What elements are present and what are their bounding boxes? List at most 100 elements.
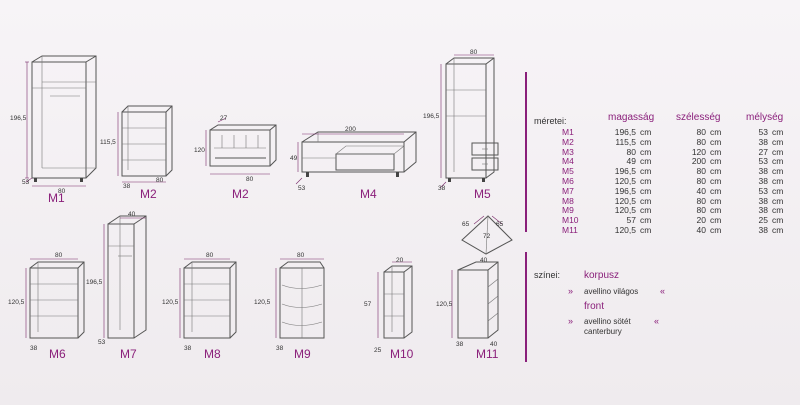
korpusz-close-mark: « <box>660 286 666 296</box>
m3-label: M2 <box>232 187 249 201</box>
row-width: 80 <box>696 195 706 206</box>
m8-width-dim: 80 <box>206 252 214 259</box>
row-height-unit: cm <box>640 156 652 167</box>
row-code: M4 <box>562 156 574 167</box>
m8-label: M8 <box>204 347 221 361</box>
m10-depth-dim: 25 <box>374 347 382 354</box>
m7-label: M7 <box>120 347 137 361</box>
row-depth-unit: cm <box>772 146 784 157</box>
m6-width-dim: 80 <box>55 252 63 259</box>
row-height-unit: cm <box>640 166 652 177</box>
row-width-unit: cm <box>710 156 722 167</box>
m4-label: M4 <box>360 187 377 201</box>
row-height-unit: cm <box>640 146 652 157</box>
row-height-unit: cm <box>640 215 652 226</box>
row-height-unit: cm <box>640 136 652 147</box>
row-width-unit: cm <box>710 215 722 226</box>
m5-label: M5 <box>474 187 491 201</box>
row-width: 40 <box>696 185 706 196</box>
header-depth: mélység <box>746 112 784 123</box>
row-depth-unit: cm <box>772 156 784 167</box>
m1-depth-dim: 53 <box>22 179 30 186</box>
row-depth-unit: cm <box>772 195 784 206</box>
row-width-unit: cm <box>710 195 722 206</box>
row-height: 120,5 <box>614 176 636 186</box>
divider-top <box>525 72 527 232</box>
row-width-unit: cm <box>710 136 722 147</box>
row-depth: 53 <box>758 156 768 167</box>
row-width: 80 <box>696 176 706 186</box>
row-height-unit: cm <box>640 225 652 235</box>
row-depth-unit: cm <box>772 225 784 235</box>
row-width-unit: cm <box>710 166 722 177</box>
row-width-unit: cm <box>710 185 722 196</box>
row-height: 196,5 <box>614 185 636 196</box>
row-depth: 38 <box>758 205 768 216</box>
row-width: 80 <box>696 166 706 177</box>
m5-depth-dim: 38 <box>438 185 446 192</box>
row-width: 200 <box>691 156 706 167</box>
row-depth-unit: cm <box>772 215 784 226</box>
row-depth: 38 <box>758 136 768 147</box>
row-height: 196,5 <box>614 166 636 177</box>
m1-label: M1 <box>48 191 65 205</box>
header-width: szélesség <box>676 112 721 123</box>
m3-width-dim: 80 <box>246 176 254 183</box>
front-open-mark: » <box>568 316 574 326</box>
m5-height-dim: 196,5 <box>423 113 440 120</box>
row-width-unit: cm <box>710 176 722 186</box>
row-width-unit: cm <box>710 225 722 235</box>
row-height-unit: cm <box>640 195 652 206</box>
row-depth: 25 <box>758 215 768 226</box>
row-width-unit: cm <box>710 127 722 137</box>
row-depth: 38 <box>758 195 768 206</box>
row-depth-unit: cm <box>772 185 784 196</box>
row-depth-unit: cm <box>772 176 784 186</box>
m11-top-dim: 40 <box>480 257 488 264</box>
m4-depth-dim: 53 <box>298 185 306 192</box>
row-height-unit: cm <box>640 205 652 216</box>
row-depth: 38 <box>758 166 768 177</box>
m2a-width-dim: 80 <box>156 177 164 184</box>
m1-height-dim: 196,5 <box>10 115 27 122</box>
korpusz-title: korpusz <box>584 270 620 281</box>
m11-depth-dim: 38 <box>456 341 464 348</box>
m6-height-dim: 120,5 <box>8 299 25 306</box>
size-table-label: méretei: <box>534 116 567 126</box>
m5-tall-shelf-drawing: 80 196,5 38 M5 <box>423 49 499 201</box>
row-height: 120,5 <box>614 195 636 206</box>
m4-height-dim: 49 <box>290 155 298 162</box>
m10-label: M10 <box>390 347 414 361</box>
m10-height-dim: 57 <box>364 301 372 308</box>
m11-right-dim: 65 <box>496 221 504 228</box>
row-width: 80 <box>696 205 706 216</box>
row-width: 80 <box>696 136 706 147</box>
row-depth-unit: cm <box>772 127 784 137</box>
m2-label: M2 <box>140 187 157 201</box>
m3-depth-dim: 27 <box>220 115 228 122</box>
row-depth-unit: cm <box>772 136 784 147</box>
m1-drawing: 196,5 53 80 M1 <box>10 55 97 205</box>
row-height: 115,5 <box>615 136 636 147</box>
m6-label: M6 <box>49 347 66 361</box>
row-code: M3 <box>562 146 574 157</box>
row-code: M7 <box>562 185 574 196</box>
m5-width-dim: 80 <box>470 49 478 56</box>
row-height-unit: cm <box>640 185 652 196</box>
row-width: 120 <box>691 146 706 157</box>
colors-label: színei: <box>534 270 561 280</box>
m6-shelf-drawing: 80 120,5 38 M6 <box>8 252 85 361</box>
row-depth: 53 <box>758 185 768 196</box>
m7-height-dim: 196,5 <box>86 279 103 286</box>
front-close-mark: « <box>654 316 660 326</box>
m9-width-dim: 80 <box>297 252 305 259</box>
row-code: M8 <box>562 195 574 206</box>
m7-depth-dim: 53 <box>98 339 106 346</box>
m11-corner-unit-drawing: 65 65 72 40 120,5 38 40 M11 <box>436 215 513 361</box>
m4-tv-stand-drawing: 200 49 53 M4 <box>290 126 417 201</box>
m2a-depth-dim: 38 <box>123 183 131 190</box>
m9-depth-dim: 38 <box>276 345 284 352</box>
row-width: 80 <box>696 127 706 137</box>
row-width: 40 <box>696 225 706 235</box>
m8-depth-dim: 38 <box>184 345 192 352</box>
